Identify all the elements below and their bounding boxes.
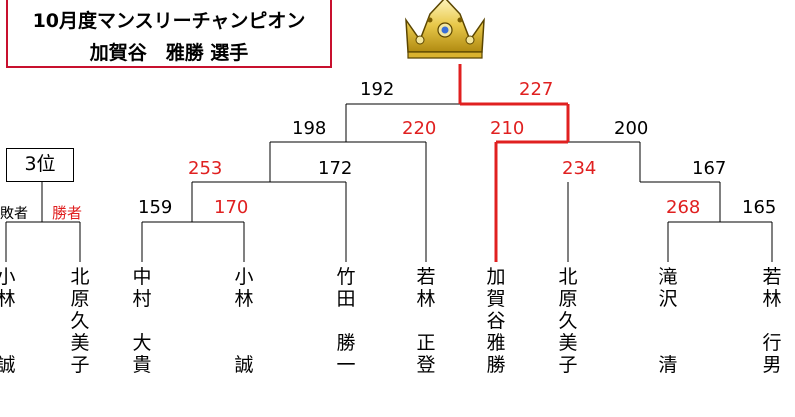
player-name: 加賀谷雅勝: [486, 266, 506, 376]
player-name: 小林誠: [234, 266, 254, 376]
score-qf1-left: 253: [188, 158, 223, 179]
champion-title-box: 10月度マンスリーチャンピオン 加賀谷 雅勝 選手: [6, 0, 332, 68]
score-qf2-right: 167: [692, 158, 727, 179]
player-name: 滝沢清: [658, 266, 678, 376]
third-place-label: 3位: [24, 153, 56, 175]
score-semi-left-left: 198: [292, 118, 327, 139]
player-name: 北原久美子: [70, 266, 90, 376]
player-name: 若林行男: [762, 266, 782, 376]
third-place-box: 3位: [6, 148, 74, 182]
score-r1a-right: 170: [214, 197, 249, 218]
player-name: 中村大貴: [132, 266, 152, 376]
score-r1b-right: 165: [742, 197, 777, 218]
score-r1a-left: 159: [138, 197, 173, 218]
title-line-1: 10月度マンスリーチャンピオン: [32, 10, 306, 32]
crown-icon: [405, 0, 485, 59]
score-qf1-right: 172: [318, 158, 353, 179]
score-semi-left-right: 220: [402, 118, 437, 139]
score-final-left: 192: [360, 79, 395, 100]
score-final-right: 227: [519, 79, 554, 100]
loser-label: 敗者: [0, 206, 28, 222]
score-r1b-left: 268: [666, 197, 701, 218]
winner-label: 勝者: [52, 204, 83, 222]
player-name: 竹田勝一: [336, 266, 356, 376]
score-semi-right-right: 200: [614, 118, 649, 139]
player-name: 若林正登: [416, 266, 436, 376]
player-name: 北原久美子: [558, 266, 578, 376]
player-name: 小林誠: [0, 266, 16, 376]
score-qf2-left: 234: [562, 158, 597, 179]
title-line-2: 加賀谷 雅勝 選手: [89, 42, 249, 64]
score-semi-right-left: 210: [490, 118, 525, 139]
